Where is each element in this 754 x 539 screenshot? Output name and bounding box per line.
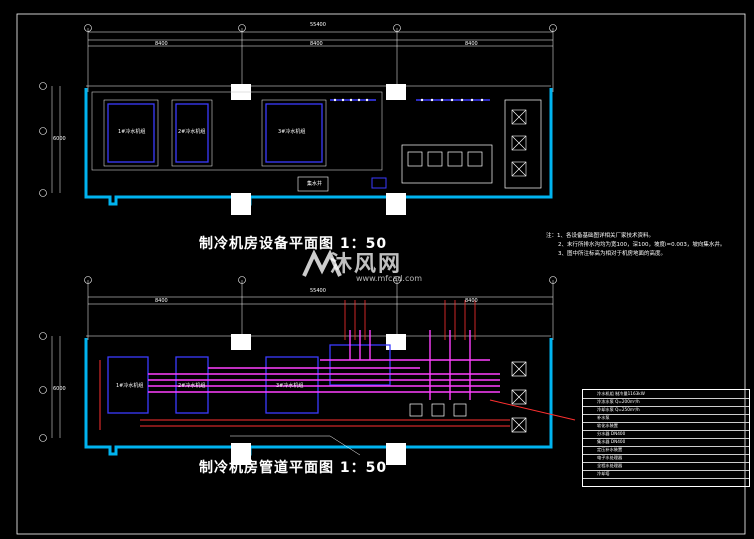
equipment-table: 冷水机组 制冷量1163kW 冷冻水泵 Q=200m³/h 冷却水泵 Q=250… [582,389,750,487]
chiller-3-pipe-label: 3#冷水机组 [276,383,304,389]
dim-seg-c-top: 8400 [465,41,478,47]
equipment-plan-title: 制冷机房设备平面图 1：50 [199,236,388,252]
piping-plan [39,276,576,465]
equipment-plan [39,24,557,215]
chiller-1-pipe-label: 1#冷水机组 [116,383,144,389]
watermark-logo [302,249,342,277]
dim-total-bottom: 55400 [310,288,326,294]
chiller-2-label: 2#冷水机组 [178,129,206,135]
note-line-2: 2、末行所排水沟均为宽100，深100，坡度i=0.003，坡向集水井。 [558,242,726,248]
dim-height-top: 6000 [53,136,66,142]
watermark-brand: 沐风网 [330,252,403,277]
chiller-3-label: 3#冷水机组 [278,129,306,135]
dim-seg-c-bottom: 8400 [465,298,478,304]
table-row: 全程水处理器 [583,462,749,471]
dim-total-top: 55400 [310,22,326,28]
table-row: 集水器 DN400 [583,438,749,447]
chiller-1-label: 1#冷水机组 [118,129,146,135]
table-row: 冷冻水泵 Q=200m³/h [583,398,749,407]
table-row: 冷却水泵 Q=250m³/h [583,406,749,415]
piping-plan-title: 制冷机房管道平面图 1：50 [199,460,388,476]
note-line-1: 注：1、各设备基础图详相关厂家技术资料。 [546,233,655,239]
drawing-frame [16,13,746,535]
note-line-3: 3、图中所注标高为相对于机房地面的高度。 [558,251,667,257]
table-row: 定压补水装置 [583,446,749,455]
watermark-url: www.mfcad.com [356,274,423,283]
dim-height-bottom: 6000 [53,386,66,392]
chiller-2-pipe-label: 2#冷水机组 [178,383,206,389]
table-row: 补水泵 [583,414,749,423]
dim-seg-a-top: 8400 [155,41,168,47]
table-row: 软化水装置 [583,422,749,431]
dim-seg-a-bottom: 8400 [155,298,168,304]
table-row: 分水器 DN400 [583,430,749,439]
table-row: 冷却塔 [583,470,749,479]
dim-seg-b-top: 8400 [310,41,323,47]
sump-label: 集水井 [307,181,323,187]
table-row: 电子水处理器 [583,454,749,463]
table-row: 冷水机组 制冷量1163kW [583,390,749,399]
